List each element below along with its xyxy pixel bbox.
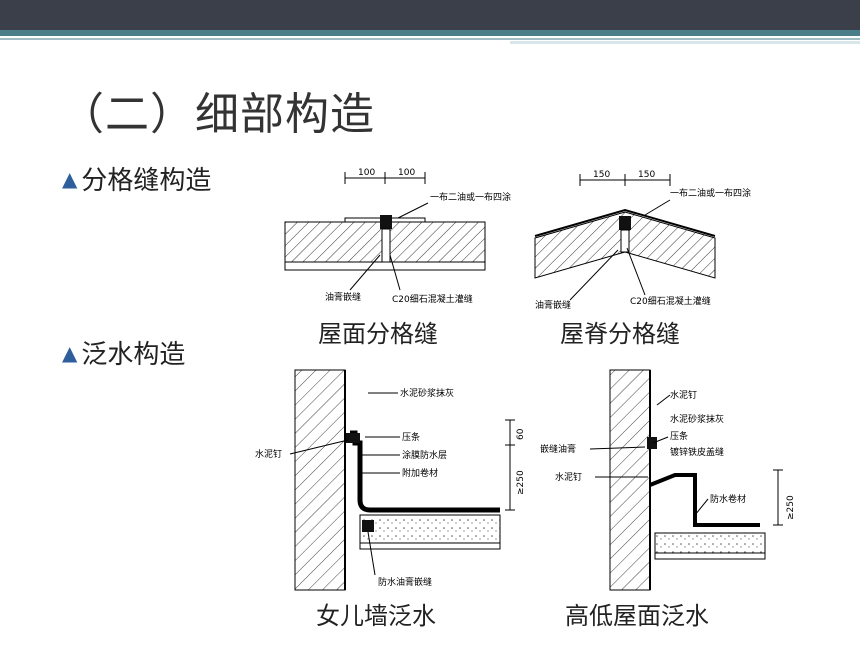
roof-base	[359, 542, 501, 550]
label-membrane: 防水卷材	[710, 493, 746, 505]
dim-left-text: 150	[593, 170, 610, 180]
leader-line	[397, 202, 429, 219]
caption-roof-joint: 屋面分格缝	[318, 320, 438, 348]
dim-b-text: ≥250	[516, 470, 526, 495]
leader-line	[656, 394, 671, 406]
header-accent-line	[0, 30, 860, 36]
base-layer	[284, 261, 486, 271]
label-nail-top: 水泥钉	[670, 389, 697, 401]
press-strip	[346, 433, 360, 443]
label-bottom: 防水油膏嵌缝	[378, 576, 432, 588]
parapet-flashing-diagram: 水泥砂浆抹灰 压条 涂膜防水层 附加卷材 水泥钉 防水油膏嵌缝 60 ≥250	[255, 369, 526, 591]
cover-cloth	[534, 208, 716, 237]
label-sealant: 嵌缝油膏	[540, 443, 576, 455]
leader-line	[652, 436, 669, 444]
dim-left-text: 100	[358, 168, 375, 178]
low-roof-base	[654, 552, 766, 560]
dim-right-text: 100	[398, 168, 415, 178]
label-mortar: 水泥砂浆抹灰	[400, 387, 454, 399]
bullet-joint-construction: ▲分格缝构造	[62, 160, 211, 197]
membrane-layer	[649, 473, 760, 527]
joint-fill	[381, 228, 391, 263]
leader-line	[349, 254, 381, 291]
label-coating: 涂膜防水层	[402, 449, 447, 461]
label-nail: 水泥钉	[555, 471, 582, 483]
label-top: 一布二油或一布四涂	[430, 191, 511, 203]
sealant-block	[619, 216, 631, 230]
label-right: C20细石混凝土灌缝	[392, 293, 473, 305]
caption-ridge-joint: 屋脊分格缝	[560, 320, 680, 348]
leader-line	[389, 254, 401, 291]
parapet-wall	[294, 369, 346, 591]
joint-fill	[620, 229, 630, 253]
bullet-text: 泛水构造	[81, 340, 186, 370]
bullet-arrow-icon: ▲	[62, 341, 78, 365]
label-left: 油膏嵌缝	[535, 299, 571, 310]
bullet-arrow-icon: ▲	[62, 167, 78, 191]
leader-line	[644, 199, 671, 216]
label-mortar: 水泥砂浆抹灰	[670, 413, 724, 425]
label-extra: 附加卷材	[402, 467, 438, 479]
sealant-block	[362, 520, 374, 532]
caption-parapet: 女儿墙泛水	[316, 602, 436, 630]
label-top: 一布二油或一布四涂	[670, 187, 751, 199]
label-flash: 镀锌铁皮盖缝	[670, 446, 724, 458]
press-strip	[647, 437, 657, 449]
header-highlight	[510, 41, 860, 44]
step-roof-flashing-diagram: 水泥钉 水泥砂浆抹灰 压条 镀锌铁皮盖缝 嵌缝油膏 水泥钉 防水卷材 ≥250	[540, 369, 796, 591]
leader-line	[367, 531, 376, 576]
label-strip: 压条	[670, 430, 688, 442]
dim-text: ≥250	[786, 495, 796, 520]
dim-right-text: 150	[638, 170, 655, 180]
high-wall	[609, 369, 651, 591]
label-right: C20细石混凝土灌缝	[630, 295, 711, 307]
label-left: 油膏嵌缝	[325, 291, 361, 303]
leader-line	[694, 498, 709, 516]
roof-screed	[359, 514, 501, 544]
label-nail: 水泥钉	[255, 448, 282, 460]
sealant-block	[380, 215, 392, 229]
dim-a-text: 60	[516, 428, 526, 440]
caption-step-roof: 高低屋面泛水	[565, 602, 709, 630]
header-bar	[0, 0, 860, 30]
label-strip: 压条	[402, 431, 420, 443]
bullet-text: 分格缝构造	[81, 166, 212, 196]
roof-joint-diagram: 100 100 一布二油或一布四涂 油膏嵌缝 C20细石混凝土灌缝	[284, 168, 511, 305]
ridge-joint-diagram: 150 150 一布二油或一布四涂 油膏嵌缝 C20细石混凝土灌缝	[534, 170, 751, 310]
leader-line	[289, 439, 349, 455]
leader-line	[569, 249, 619, 301]
leader-line	[626, 247, 646, 296]
low-roof-screed	[654, 532, 766, 554]
header-thin-line	[0, 38, 860, 40]
leader-line	[589, 446, 646, 450]
bullet-flashing-construction: ▲泛水构造	[62, 334, 185, 371]
slide-title: （二）细部构造	[60, 89, 375, 140]
